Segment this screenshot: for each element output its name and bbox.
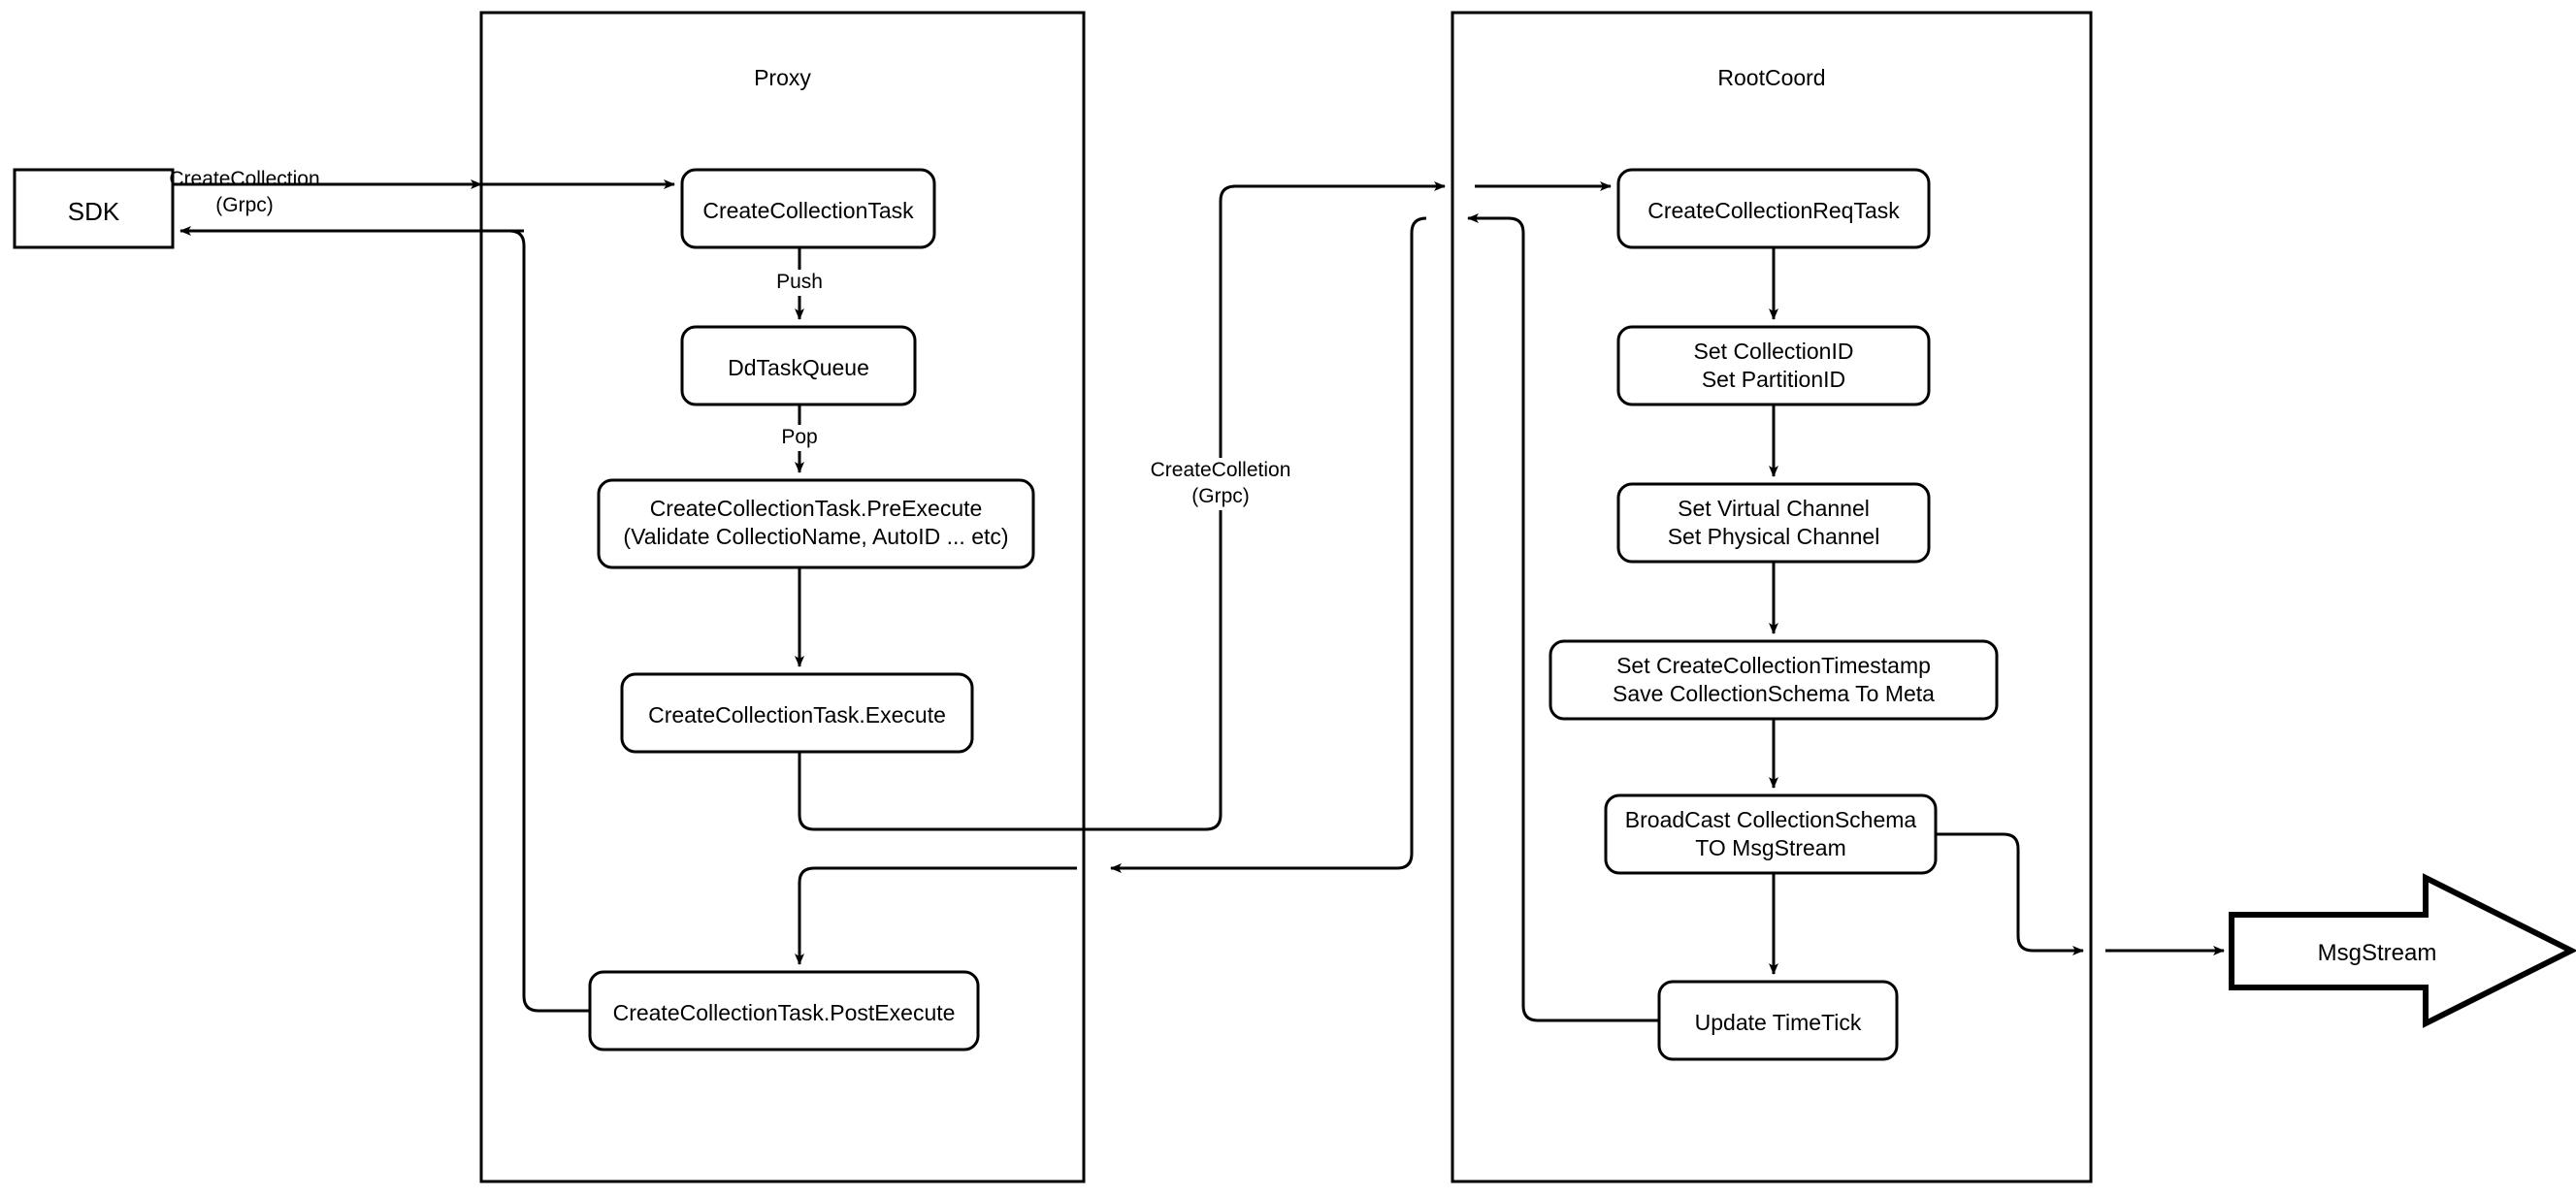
node-broadcast[interactable]	[1604, 793, 1938, 875]
node-pre-execute[interactable]	[597, 478, 1035, 569]
node-msgstream[interactable]	[2229, 873, 2576, 1028]
node-set-channels[interactable]	[1616, 482, 1931, 564]
edge-rootcoord-return-crossing	[1110, 216, 1427, 873]
edge-broadcast-to-msgstream	[1936, 832, 2084, 955]
node-post-execute[interactable]	[588, 970, 980, 1051]
node-set-ids[interactable]	[1616, 325, 1931, 406]
edge-return-to-post-execute	[795, 866, 1077, 965]
edge-rootcoord-return-to-proxy	[1467, 213, 1659, 1022]
node-save-meta[interactable]	[1549, 639, 1999, 721]
node-create-collection-req-task[interactable]	[1616, 168, 1931, 249]
node-dd-task-queue[interactable]	[680, 325, 917, 406]
edge-post-execute-to-sdk	[495, 229, 590, 1013]
node-execute[interactable]	[620, 672, 974, 754]
node-sdk[interactable]	[13, 168, 175, 249]
node-create-collection-task[interactable]	[680, 168, 936, 249]
node-update-timetick[interactable]	[1657, 980, 1899, 1061]
edge-execute-to-rootcoord	[798, 181, 1446, 831]
